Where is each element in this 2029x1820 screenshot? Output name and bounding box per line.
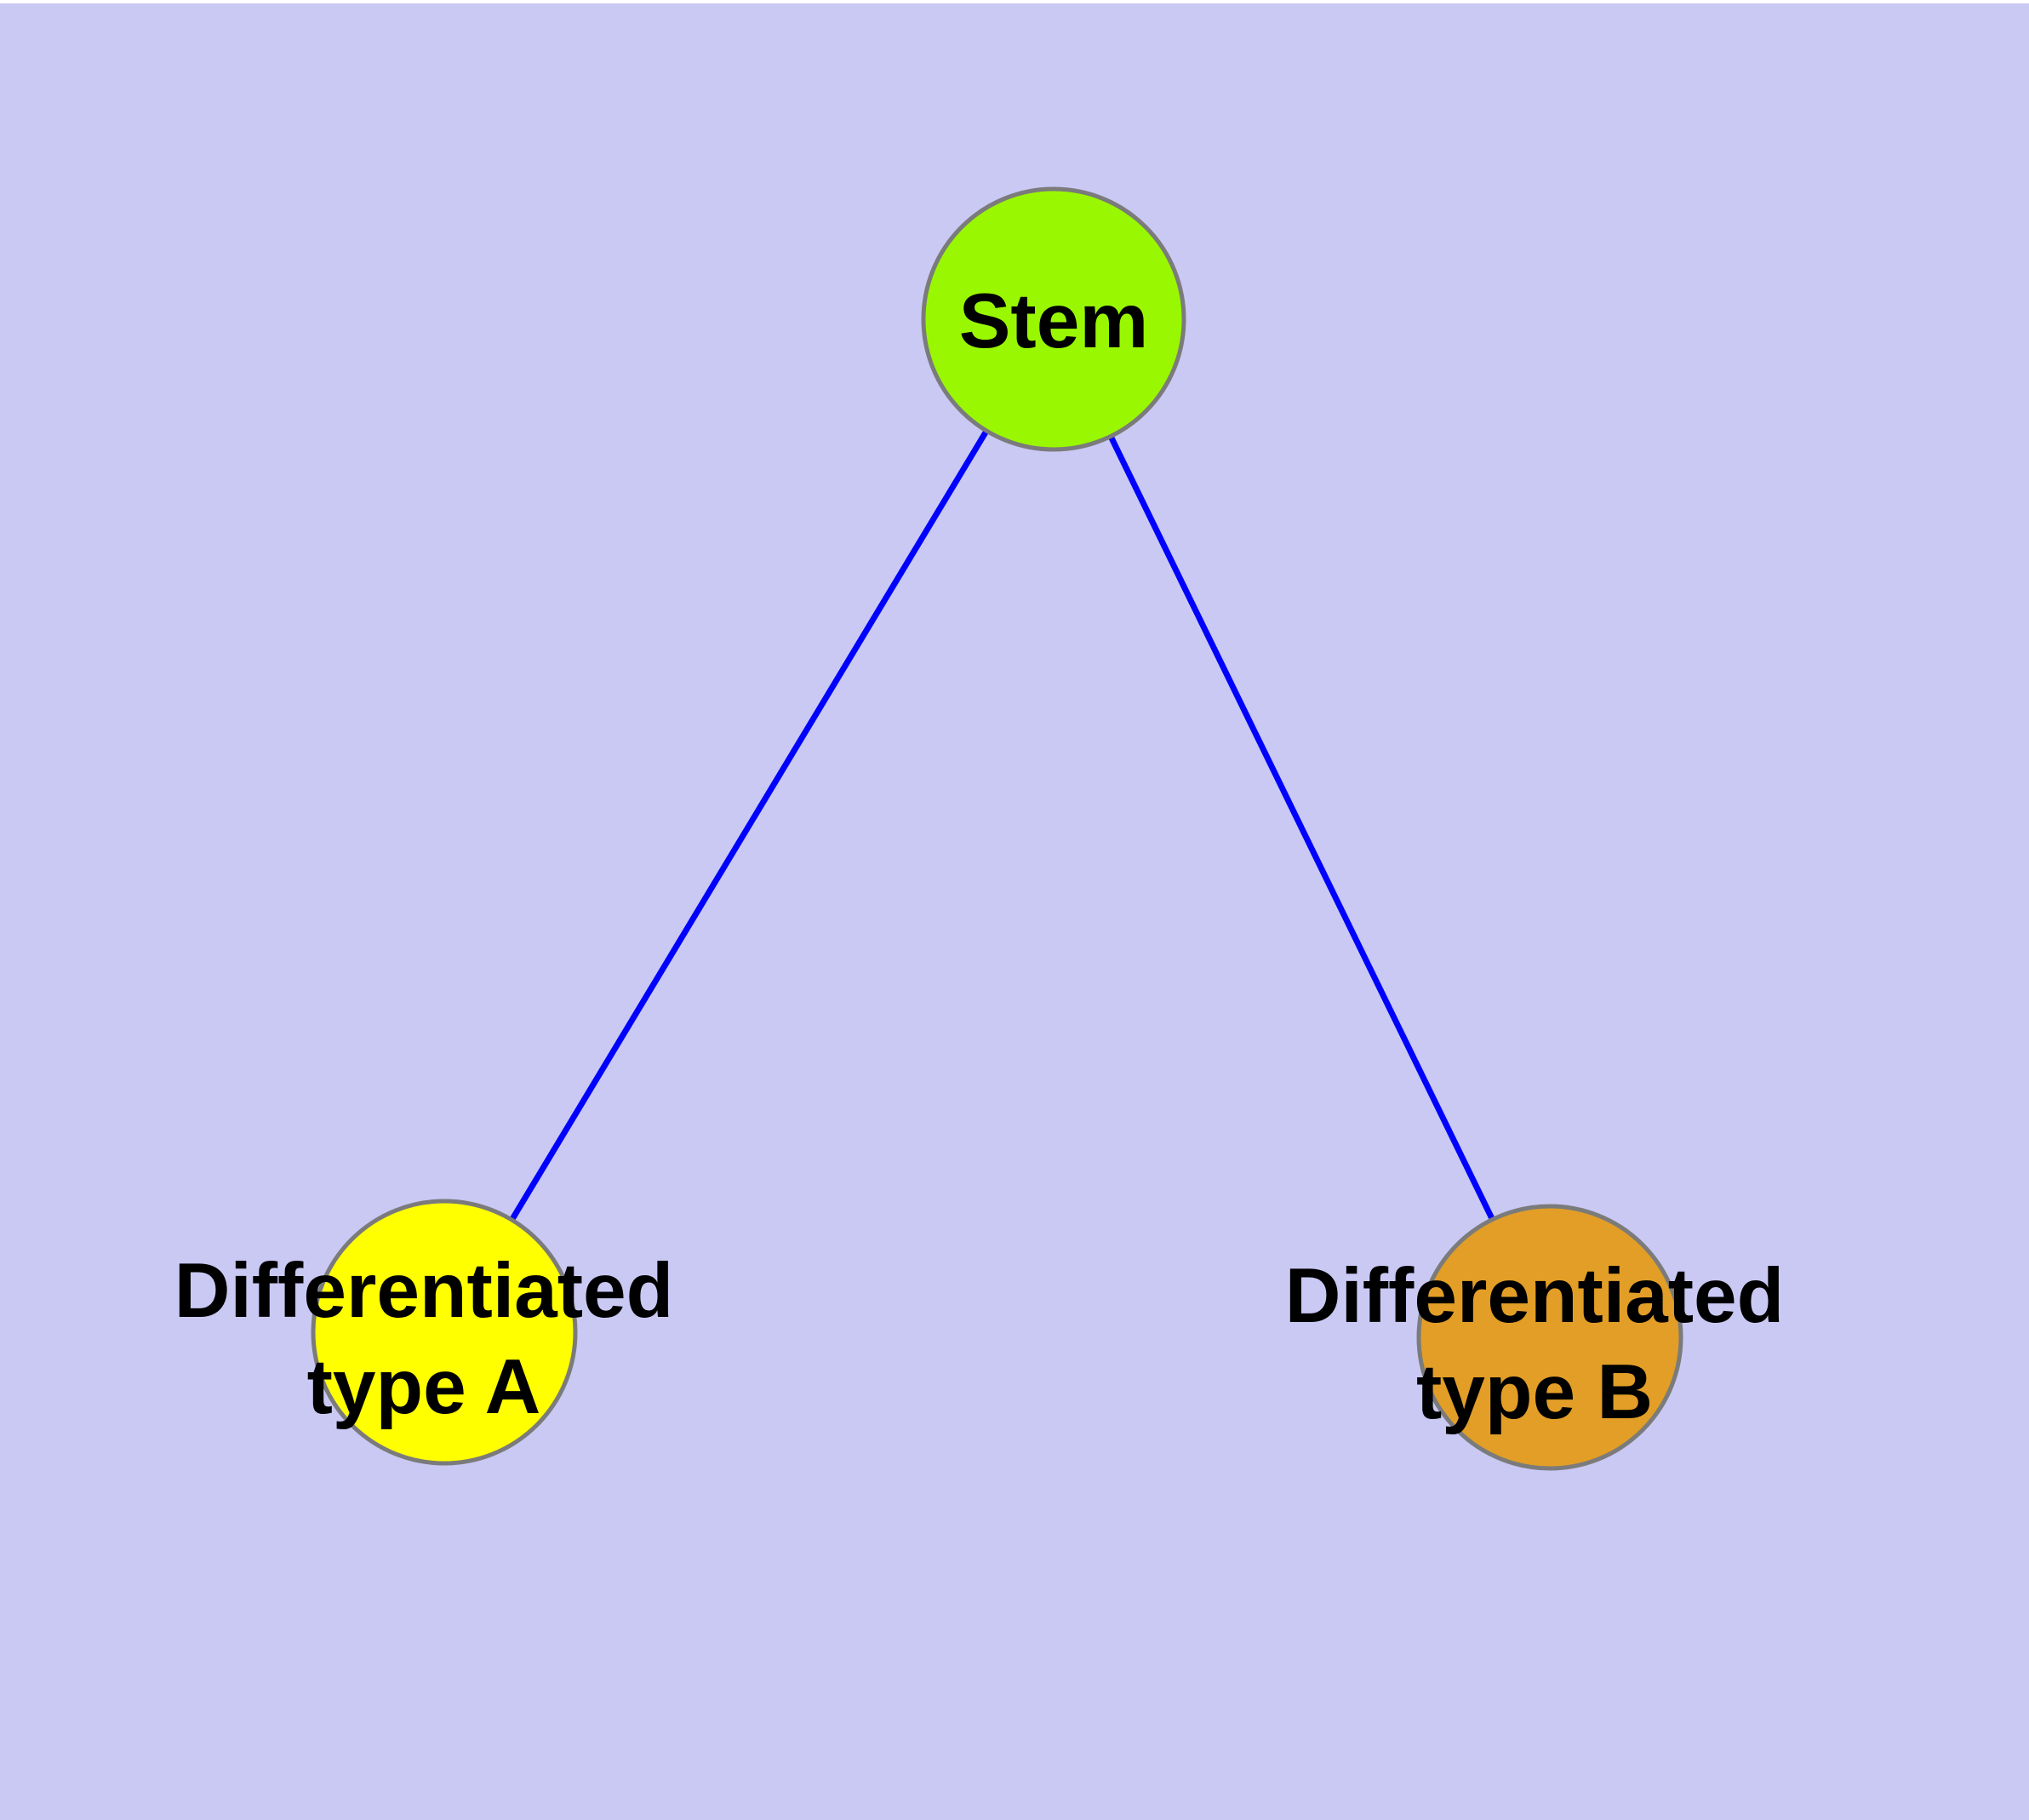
- node-label-stem: Stem: [959, 278, 1149, 364]
- node-differentiated-type-a: Differentiated type A: [174, 1199, 674, 1466]
- node-label-differentiated-type-a: Differentiated type A: [174, 1248, 674, 1430]
- node-label-differentiated-type-b: Differentiated type B: [1285, 1253, 1785, 1435]
- node-circle-differentiated-type-a: [311, 1199, 578, 1466]
- edge-stem--differentiated-type-a: [442, 318, 1056, 1334]
- node-stem: Stem: [921, 186, 1186, 452]
- node-circle-stem: [921, 186, 1186, 452]
- node-label-line: Stem: [959, 278, 1149, 364]
- node-label-line: Differentiated: [174, 1248, 674, 1334]
- node-label-line: type A: [307, 1344, 541, 1430]
- node-circle-differentiated-type-b: [1416, 1204, 1683, 1471]
- node-label-line: type B: [1416, 1349, 1653, 1435]
- node-label-line: Differentiated: [1285, 1253, 1785, 1339]
- edge-stem--differentiated-type-b: [1050, 318, 1553, 1339]
- edges-layer: [442, 318, 1553, 1339]
- node-differentiated-type-b: Differentiated type B: [1285, 1204, 1785, 1471]
